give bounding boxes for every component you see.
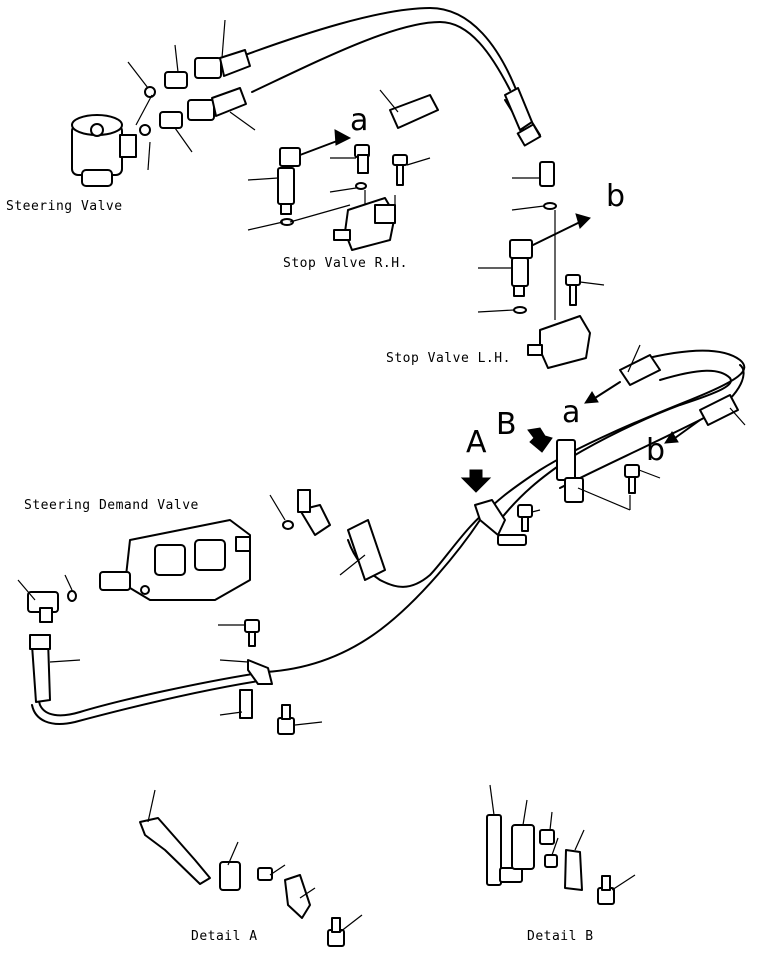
steering-valve-body	[71, 114, 137, 187]
view-ref-a: A	[466, 425, 487, 460]
detail-b-drawing	[486, 784, 636, 905]
steering-valve-fittings	[139, 49, 251, 136]
ref-a-mid: a	[562, 395, 581, 430]
steering-demand-valve-label: Steering Demand Valve	[24, 498, 199, 513]
hose-lower-run	[31, 349, 746, 725]
ref-b-mid: b	[646, 433, 666, 468]
detail-b-label: Detail B	[527, 929, 594, 944]
clamp-lower	[218, 619, 323, 735]
stop-valve-lh-group	[509, 161, 591, 369]
steering-valve-label: Steering Valve	[6, 199, 123, 214]
view-arrow-b	[527, 427, 553, 453]
hose-fitting-top	[504, 87, 542, 147]
lower-fittings	[29, 344, 746, 703]
arrows-a-b-lower	[584, 381, 701, 444]
detail-a-label: Detail A	[191, 929, 258, 944]
view-arrow-a	[460, 469, 492, 493]
hose-steering-to-stop-lh	[244, 7, 541, 141]
ref-b-top: b	[606, 179, 626, 214]
leaders-stop-lh	[477, 177, 605, 313]
leaders-stop-rh	[247, 89, 431, 231]
clamp-bracket-b	[556, 439, 661, 511]
detail-a-drawing	[139, 789, 363, 947]
view-ref-b: B	[496, 407, 517, 442]
stop-valve-lh-label: Stop Valve L.H.	[386, 351, 511, 366]
ref-a-top: a	[350, 103, 369, 138]
stop-valve-rh-group	[277, 94, 439, 251]
steering-demand-valve-body	[99, 519, 251, 601]
clamp-bracket-a	[474, 499, 541, 546]
leaders-steering	[127, 19, 256, 171]
stop-valve-rh-label: Stop Valve R.H.	[283, 256, 408, 271]
demand-valve-fittings	[17, 489, 331, 623]
